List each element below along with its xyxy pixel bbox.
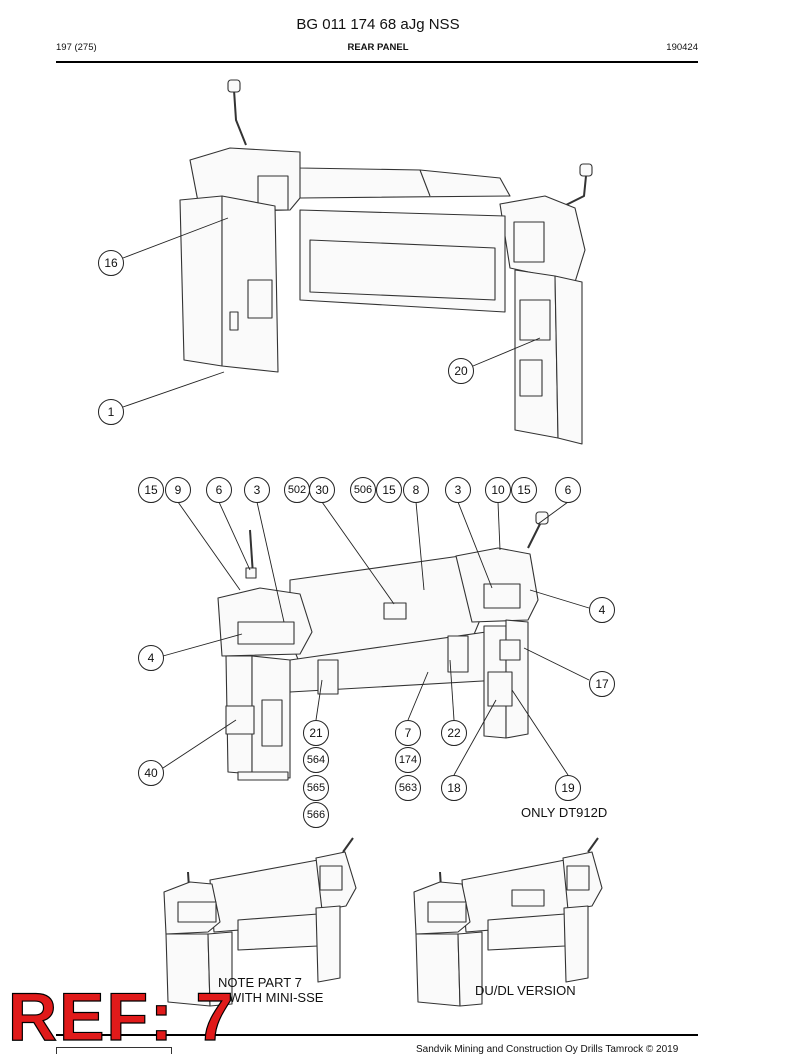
callout-6: 6 bbox=[555, 477, 581, 503]
company-logo bbox=[56, 1047, 172, 1054]
callout-21: 21 bbox=[303, 720, 329, 746]
callout-16: 16 bbox=[98, 250, 124, 276]
callout-7: 7 bbox=[395, 720, 421, 746]
callout-565: 565 bbox=[303, 775, 329, 801]
callout-566: 566 bbox=[303, 802, 329, 828]
exploded-view-drawing bbox=[217, 511, 549, 781]
variant-mini-sse-drawing bbox=[163, 837, 357, 1007]
callout-564: 564 bbox=[303, 747, 329, 773]
callout-4: 4 bbox=[589, 597, 615, 623]
callout-3: 3 bbox=[445, 477, 471, 503]
callout-15: 15 bbox=[138, 477, 164, 503]
callout-3: 3 bbox=[244, 477, 270, 503]
rear-view-drawing bbox=[179, 79, 593, 445]
callout-15: 15 bbox=[376, 477, 402, 503]
callout-20: 20 bbox=[448, 358, 474, 384]
ref-stamp: REF: 7 bbox=[7, 979, 236, 1055]
callout-6: 6 bbox=[206, 477, 232, 503]
copyright-text: Sandvik Mining and Construction Oy Drill… bbox=[416, 1044, 679, 1055]
document-number: BG 011 174 68 aJg NSS bbox=[296, 16, 460, 33]
callout-30: 30 bbox=[309, 477, 335, 503]
header-rule bbox=[56, 61, 698, 63]
callout-174: 174 bbox=[395, 747, 421, 773]
variant-du-dl-drawing bbox=[413, 837, 603, 1007]
callout-4: 4 bbox=[138, 645, 164, 671]
callout-9: 9 bbox=[165, 477, 191, 503]
page-number: 197 (275) bbox=[56, 42, 97, 53]
callout-506: 506 bbox=[350, 477, 376, 503]
callout-502: 502 bbox=[284, 477, 310, 503]
callout-8: 8 bbox=[403, 477, 429, 503]
callout-19: 19 bbox=[555, 775, 581, 801]
note-only-dt912d: ONLY DT912D bbox=[521, 805, 608, 820]
callout-40: 40 bbox=[138, 760, 164, 786]
callout-18: 18 bbox=[441, 775, 467, 801]
callout-15: 15 bbox=[511, 477, 537, 503]
note-part7-mini-sse: NOTE PART 7 WITH MINI-SSE bbox=[218, 975, 324, 1005]
callout-17: 17 bbox=[589, 671, 615, 697]
callout-22: 22 bbox=[441, 720, 467, 746]
note-dudl-version: DU/DL VERSION bbox=[475, 983, 576, 998]
footer-rule bbox=[56, 1034, 698, 1036]
callout-1: 1 bbox=[98, 399, 124, 425]
callout-563: 563 bbox=[395, 775, 421, 801]
date-code: 190424 bbox=[666, 42, 698, 53]
callout-10: 10 bbox=[485, 477, 511, 503]
section-title: REAR PANEL bbox=[347, 42, 409, 53]
